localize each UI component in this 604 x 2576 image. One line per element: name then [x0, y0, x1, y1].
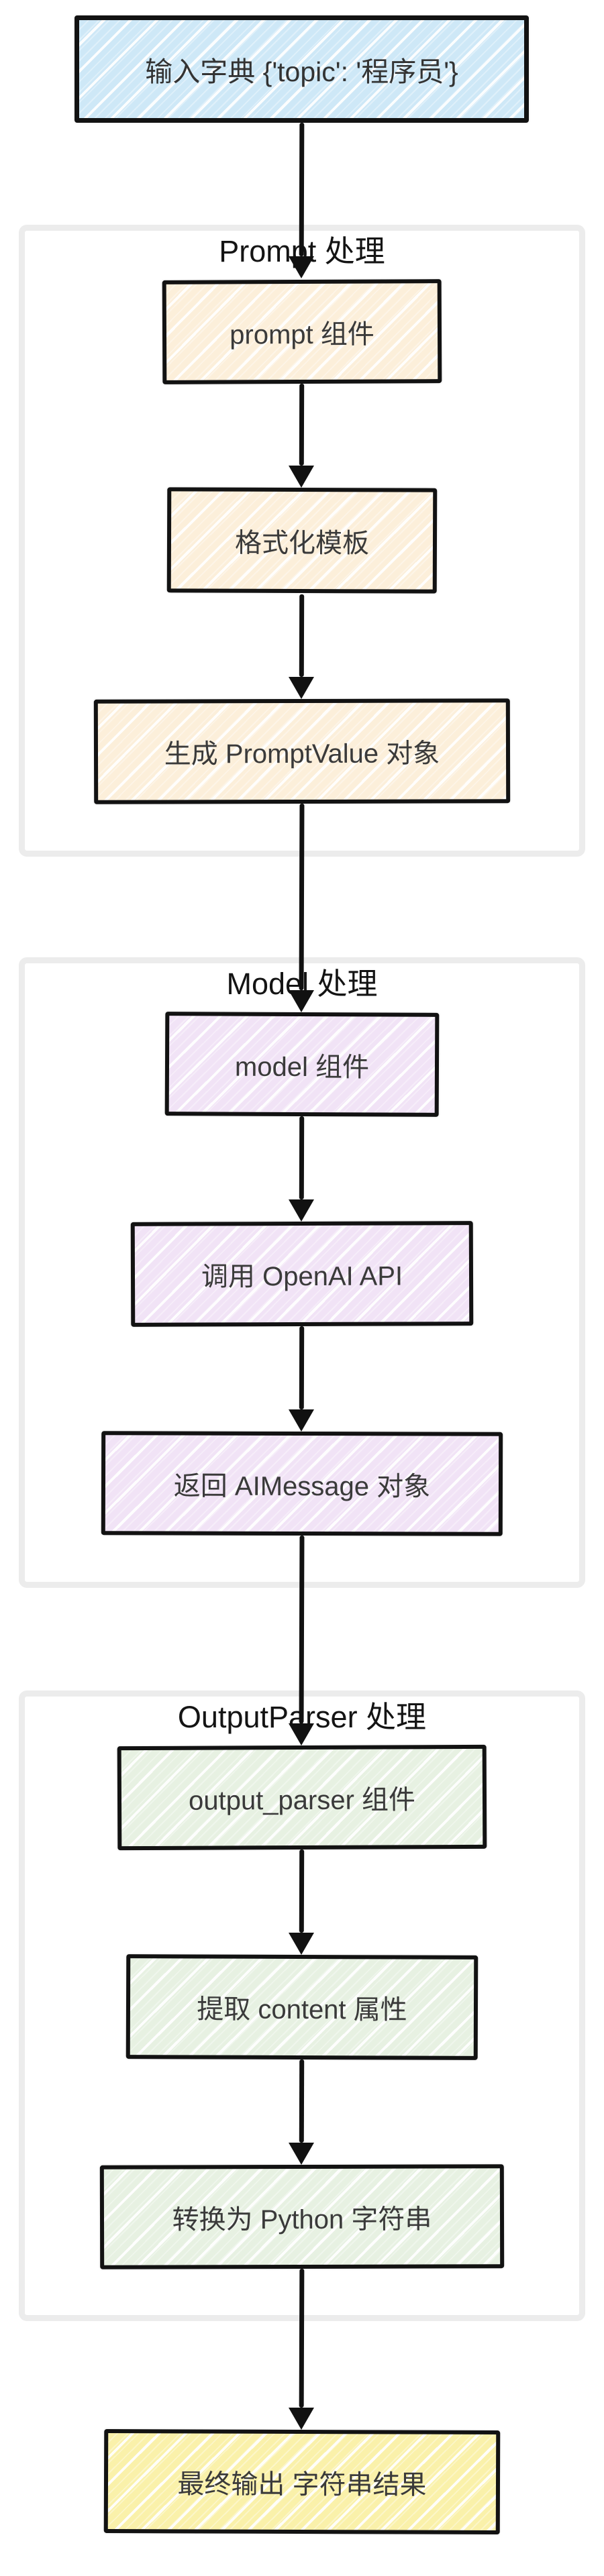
node-prompt-component-label: prompt 组件 — [230, 319, 374, 350]
arrowhead-down-icon — [289, 677, 314, 699]
arrowhead-down-icon — [289, 1409, 314, 1432]
flow-arrow-convert-to-output — [289, 2268, 314, 2430]
flow-arrow-promptvalue-to-model — [289, 803, 314, 1012]
flow-arrow-aimessage-to-parser — [289, 1535, 314, 1746]
arrowhead-down-icon — [289, 2143, 314, 2165]
arrow-shaft — [299, 2059, 304, 2143]
arrowhead-down-icon — [289, 466, 314, 488]
flow-arrow-extract-to-convert — [289, 2059, 314, 2165]
flow-arrow-api-to-aimessage — [289, 1326, 314, 1432]
node-generate-promptvalue: 生成 PromptValue 对象 — [93, 698, 511, 804]
arrowhead-down-icon — [289, 1723, 314, 1746]
flow-arrow-prompt-to-template — [289, 383, 314, 488]
arrowhead-down-icon — [289, 990, 314, 1012]
arrowhead-down-icon — [289, 1199, 314, 1222]
node-call-openai-api: 调用 OpenAI API — [130, 1221, 474, 1327]
arrow-shaft — [299, 2268, 304, 2408]
arrow-shaft — [299, 594, 304, 678]
node-prompt-component: prompt 组件 — [162, 279, 442, 384]
arrow-shaft — [299, 1326, 304, 1410]
node-generate-promptvalue-label: 生成 PromptValue 对象 — [164, 739, 440, 769]
node-model-component-label: model 组件 — [234, 1052, 370, 1082]
node-format-template: 格式化模板 — [166, 487, 438, 594]
node-format-template-label: 格式化模板 — [234, 528, 370, 558]
node-output-parser-component: output_parser 组件 — [117, 1744, 487, 1851]
node-extract-content-label: 提取 content 属性 — [197, 1994, 407, 2025]
flow-arrow-template-to-promptvalue — [289, 594, 314, 699]
arrowhead-down-icon — [289, 256, 314, 278]
arrow-shaft — [299, 383, 304, 466]
flow-arrow-input-to-prompt — [289, 122, 314, 278]
node-extract-content: 提取 content 属性 — [125, 1954, 479, 2060]
node-return-aimessage: 返回 AIMessage 对象 — [101, 1431, 503, 1536]
arrow-shaft — [299, 1849, 304, 1933]
node-convert-python-string: 转换为 Python 字符串 — [99, 2164, 505, 2269]
flow-arrow-parser-to-extract — [289, 1849, 314, 1955]
node-final-output-label: 最终输出 字符串结果 — [177, 2469, 427, 2500]
node-final-output: 最终输出 字符串结果 — [103, 2428, 501, 2535]
arrow-shaft — [299, 122, 304, 257]
arrow-shaft — [299, 1535, 304, 1724]
node-model-component: model 组件 — [164, 1012, 440, 1117]
arrowhead-down-icon — [289, 1933, 314, 1955]
arrowhead-down-icon — [289, 2408, 314, 2430]
node-call-openai-api-label: 调用 OpenAI API — [201, 1261, 403, 1292]
arrow-shaft — [299, 1116, 304, 1200]
node-convert-python-string-label: 转换为 Python 字符串 — [172, 2204, 432, 2235]
node-return-aimessage-label: 返回 AIMessage 对象 — [173, 1470, 431, 1502]
flow-arrow-model-to-api — [289, 1116, 314, 1222]
arrow-shaft — [299, 803, 304, 991]
node-input-dict: 输入字典 {'topic': '程序员'} — [74, 15, 529, 123]
node-output-parser-component-label: output_parser 组件 — [188, 1784, 416, 1816]
node-input-dict-label: 输入字典 {'topic': '程序员'} — [145, 56, 458, 87]
